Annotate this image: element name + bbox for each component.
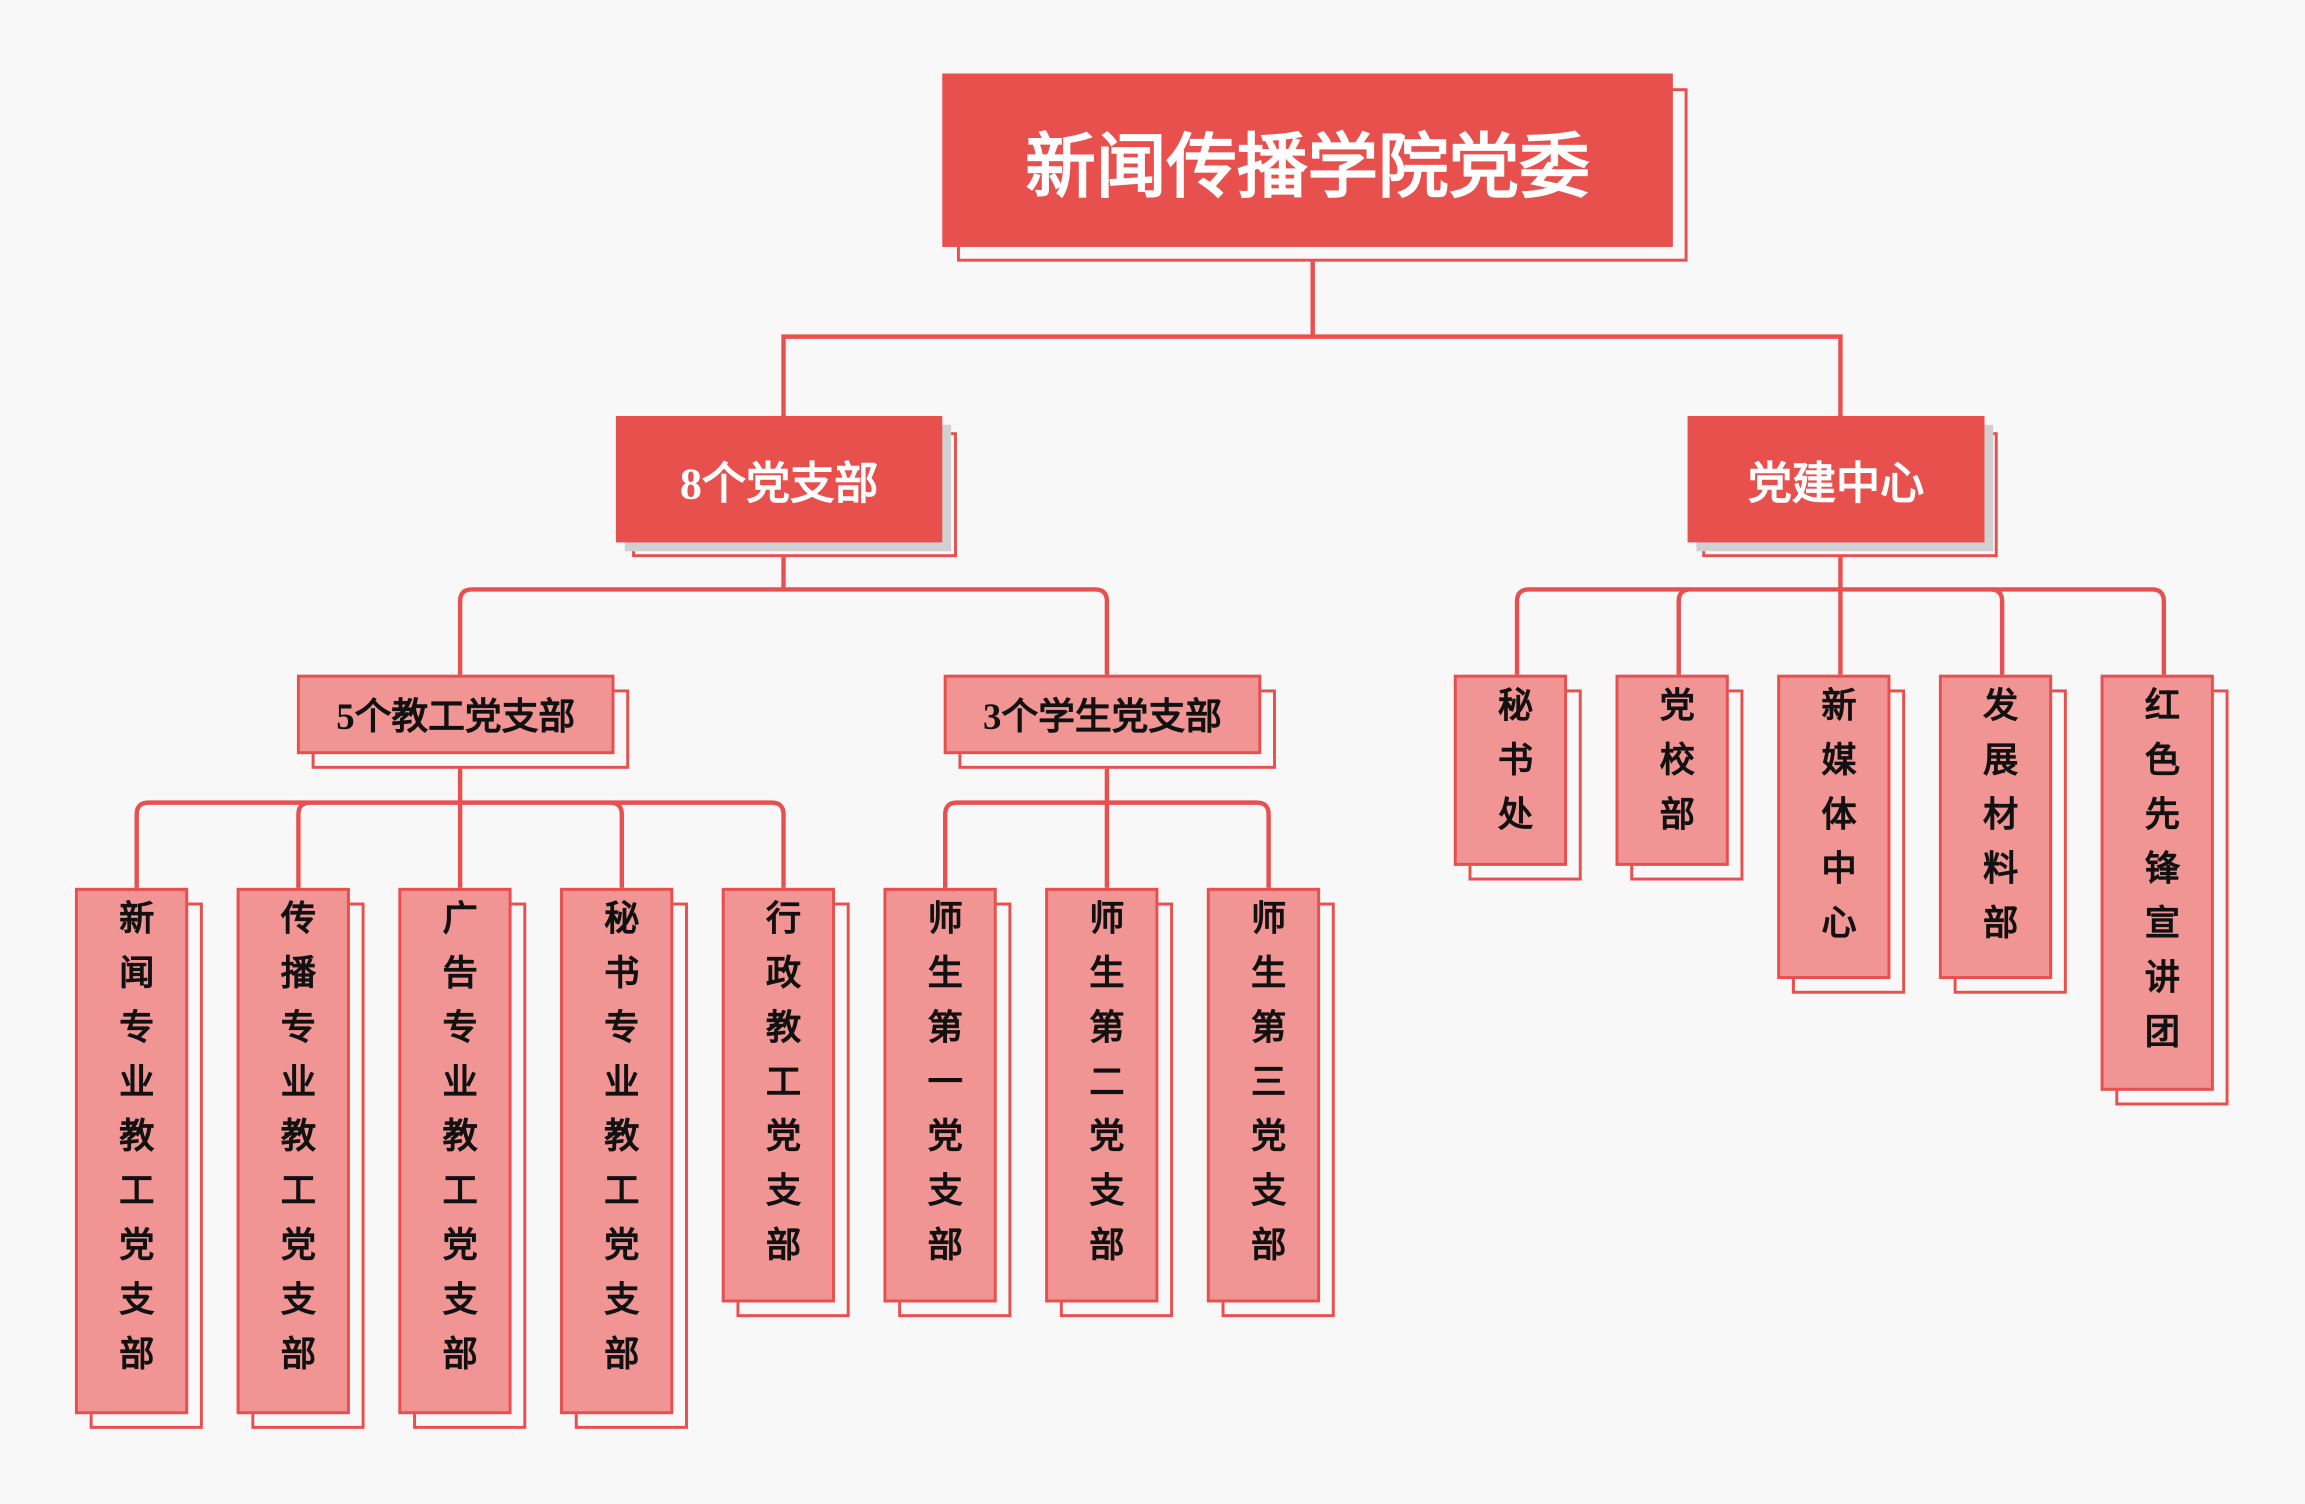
leaf-label: 红色先锋宣讲团: [2138, 686, 2177, 1068]
leaf-label: 师生第一党支部: [920, 899, 960, 1281]
branch-title: 8个党支部: [679, 460, 879, 509]
leaf-label: 新媒体中心: [1814, 686, 1853, 959]
leaf-label: 传播专业教工党支部: [274, 899, 313, 1390]
connector-branch-1: [457, 557, 1110, 675]
root-title: 新闻传播学院党委: [1025, 129, 1590, 208]
leaf-label: 秘书处: [1491, 686, 1530, 850]
connector-group-1: [134, 768, 786, 888]
leaf-label: 发展材料部: [1976, 686, 2015, 959]
group-title: 5个教工党支部: [336, 698, 576, 738]
leaf-label: 新闻专业教工党支部: [112, 899, 151, 1390]
group-title: 3个学生党支部: [983, 698, 1222, 738]
leaf-label: 党校部: [1653, 686, 1692, 850]
leaf-label: 秘书专业教工党支部: [597, 899, 636, 1390]
leaf-label: 师生第三党支部: [1244, 899, 1283, 1281]
leaf-label: 行政教工党支部: [759, 899, 798, 1281]
connector-branch-2: [1514, 557, 2167, 675]
connector-group-2: [943, 768, 1271, 888]
leaf-label: 广告专业教工党支部: [435, 899, 475, 1390]
branch-title: 党建中心: [1747, 460, 1925, 509]
leaf-label: 师生第二党支部: [1082, 899, 1121, 1281]
connector-root: [781, 261, 1843, 417]
